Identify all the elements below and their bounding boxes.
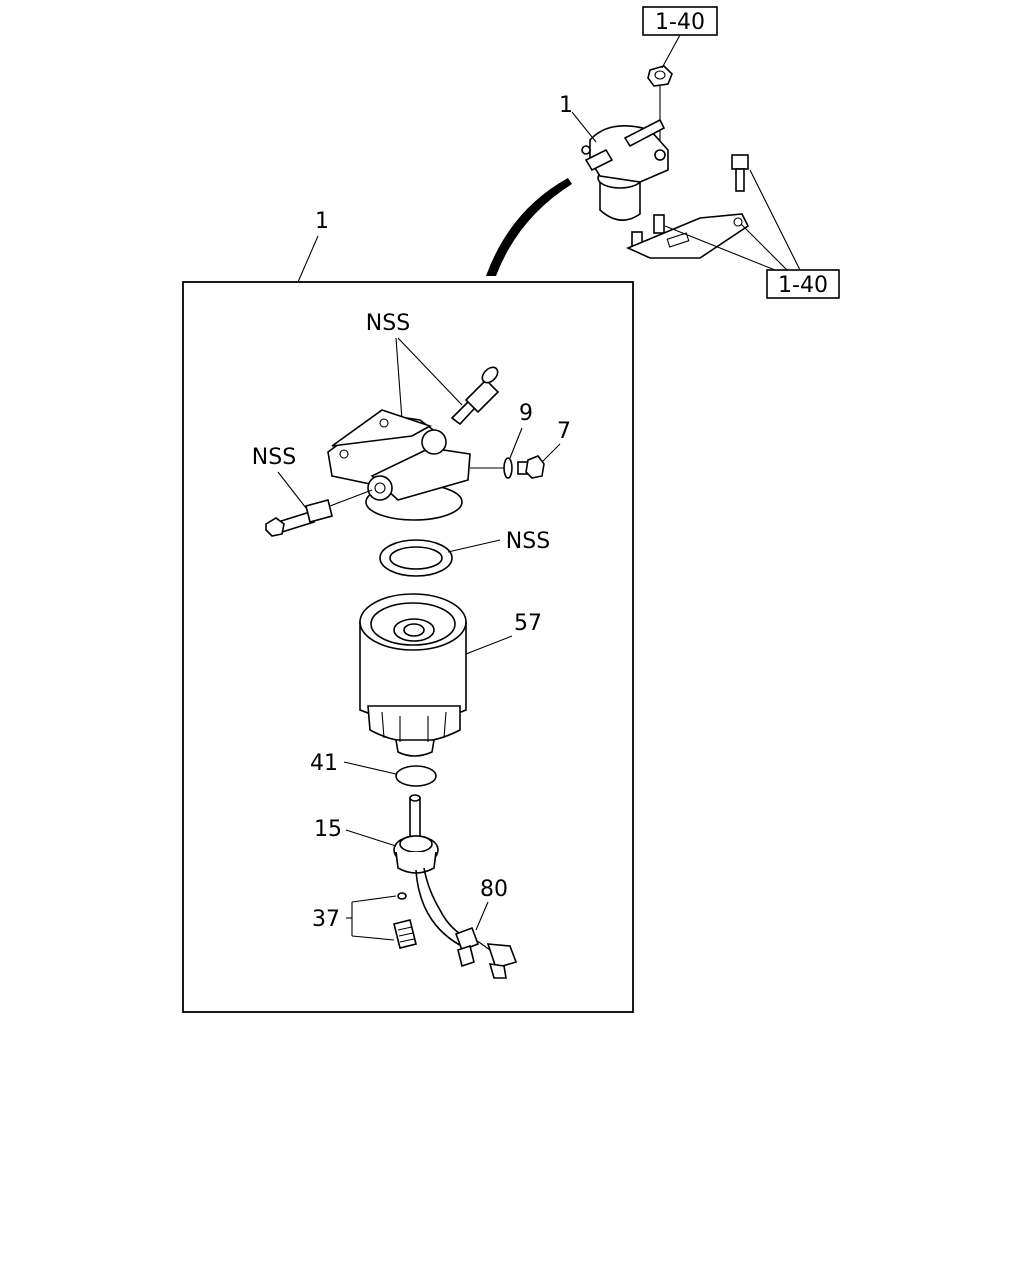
connector-80 — [454, 926, 518, 979]
banjo-bolt-left — [265, 489, 373, 537]
filter-head-small — [581, 118, 669, 221]
connection-swoosh — [486, 178, 572, 276]
part-7-label: 7 — [557, 419, 571, 444]
callout-nss-gasket: NSS — [447, 529, 550, 554]
washer-9 — [470, 457, 513, 479]
callout-15: 15 — [314, 817, 397, 847]
callout-80: 80 — [475, 877, 508, 931]
assembly-detail-label: 1 — [315, 209, 329, 234]
callout-assembly-top: 1 — [559, 93, 597, 143]
callout-nss-top: NSS — [366, 311, 463, 421]
flange-nut — [647, 65, 673, 150]
banjo-bolt-top — [450, 366, 500, 426]
ref-bracket-label: 1-40 — [778, 273, 828, 298]
callout-9: 9 — [509, 401, 533, 459]
detail-frame: 1 — [182, 209, 634, 1013]
part-15-label: 15 — [314, 817, 342, 842]
filter-element-57 — [359, 593, 467, 757]
part-80-label: 80 — [480, 877, 508, 902]
part-57-label: 57 — [514, 611, 542, 636]
callout-41: 41 — [310, 751, 397, 776]
callout-7: 7 — [541, 419, 571, 463]
part-9-label: 9 — [519, 401, 533, 426]
ref-box-bracket: 1-40 — [664, 169, 840, 299]
callout-57: 57 — [465, 611, 542, 655]
bolt-7 — [517, 455, 545, 479]
callout-nss-left: NSS — [252, 445, 307, 509]
nss-top-label: NSS — [366, 311, 410, 336]
nss-gasket-label: NSS — [506, 529, 550, 554]
assembly-top-label: 1 — [559, 93, 573, 118]
part-41-label: 41 — [310, 751, 338, 776]
ref-top-label: 1-40 — [655, 10, 705, 35]
mounting-bracket — [625, 213, 750, 259]
part-37-label: 37 — [312, 907, 340, 932]
o-ring-41 — [395, 765, 437, 787]
callout-37: 37 — [312, 895, 397, 941]
drain-plug-37 — [393, 892, 417, 949]
nss-left-label: NSS — [252, 445, 296, 470]
ref-box-top: 1-40 — [642, 6, 718, 69]
filter-assembly-overview — [486, 65, 750, 276]
gasket — [379, 539, 453, 577]
water-sensor-15 — [393, 794, 471, 951]
mounting-bolt — [731, 154, 749, 192]
filter-head — [327, 409, 471, 521]
